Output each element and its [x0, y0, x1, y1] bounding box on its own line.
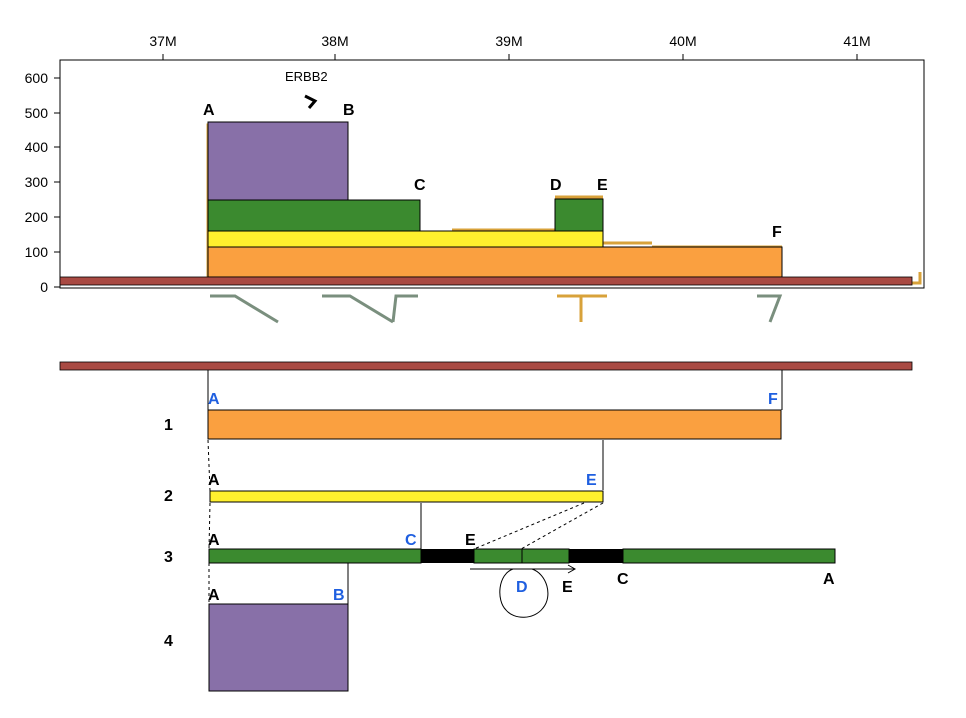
- row1-label-f: F: [768, 391, 778, 408]
- row-number-3: 3: [164, 549, 173, 566]
- x-axis: 37M 38M 39M 40M 41M: [149, 33, 871, 60]
- segment-green-3a: [207, 199, 421, 232]
- y-tick-label: 100: [25, 244, 49, 260]
- row3-black-2: [569, 549, 623, 563]
- row4-purple-segment: [208, 603, 349, 692]
- x-tick-label: 40M: [669, 33, 696, 49]
- circle-marker-icon: [499, 568, 549, 618]
- y-axis: 0 100 200 300 400 500 600: [25, 70, 60, 295]
- y-tick-label: 500: [25, 105, 49, 121]
- segment-green-3b: [554, 198, 604, 232]
- row3-black-1: [421, 549, 474, 563]
- chromosome-bar-top: [59, 276, 913, 286]
- x-tick-label: 37M: [149, 33, 176, 49]
- breakpoint-label-d: D: [550, 177, 562, 194]
- row3-label-e2: E: [562, 579, 573, 596]
- row3-label-a: A: [208, 532, 220, 549]
- row3-green-d: [622, 548, 836, 564]
- row3-green-b: [473, 548, 523, 564]
- breakpoint-label-f: F: [772, 224, 782, 241]
- row2-yellow-segment: [209, 490, 604, 503]
- breakpoint-label-a: A: [203, 102, 215, 119]
- x-tick-label: 39M: [495, 33, 522, 49]
- row4-label-b: B: [333, 587, 345, 604]
- row2-label-e: E: [586, 472, 597, 489]
- row4-label-a: A: [208, 587, 220, 604]
- row3-green-a: [208, 548, 422, 564]
- row-number-2: 2: [164, 488, 173, 505]
- sv-links: [210, 294, 783, 324]
- y-tick-label: 600: [25, 70, 49, 86]
- plot-frame: [59, 59, 925, 289]
- row3-label-c2: C: [617, 571, 629, 588]
- breakpoint-label-c: C: [414, 177, 426, 194]
- row3-label-e: E: [465, 532, 476, 549]
- chromosome-bar-bottom: [59, 361, 913, 371]
- row3-label-c: C: [405, 532, 417, 549]
- y-tick-label: 300: [25, 174, 49, 190]
- segment-orange-1: [207, 246, 783, 278]
- row-number-4: 4: [164, 633, 173, 650]
- gene-label: ERBB2: [285, 69, 328, 84]
- row1-label-a: A: [208, 391, 220, 408]
- y-tick-label: 400: [25, 139, 49, 155]
- segment-purple-4: [207, 121, 349, 201]
- breakpoint-label-b: B: [343, 102, 355, 119]
- row3-label-a2: A: [823, 571, 835, 588]
- x-tick-label: 38M: [321, 33, 348, 49]
- segment-yellow-2: [207, 230, 604, 248]
- arrow-right-icon: [304, 94, 318, 109]
- row2-label-a: A: [208, 472, 220, 489]
- dashed-connectors: [207, 439, 604, 604]
- row3-green-c: [521, 548, 570, 564]
- y-tick-label: 200: [25, 209, 49, 225]
- y-tick-label: 0: [40, 279, 48, 295]
- row-number-1: 1: [164, 417, 173, 434]
- row1-orange-segment: [207, 409, 782, 440]
- breakpoint-label-e: E: [597, 177, 608, 194]
- row3-label-d: D: [516, 579, 528, 596]
- x-tick-label: 41M: [843, 33, 870, 49]
